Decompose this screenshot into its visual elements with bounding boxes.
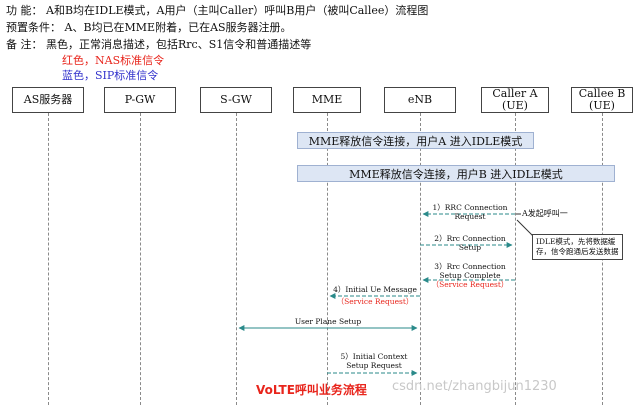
entity-pgw-label: P-GW — [124, 93, 156, 106]
entity-mme: MME — [293, 87, 361, 113]
entity-sgw: S-GW — [200, 87, 272, 113]
header-line-remark: 备 注： 黑色，正常消息描述，包括Rrc、S1信令和普通描述等 — [6, 38, 312, 51]
legend-red-nas: 红色，NAS标准信令 — [62, 54, 165, 67]
entity-as-server: AS服务器 — [12, 87, 84, 113]
msg-1-label: 1）RRC Connection Request — [425, 203, 515, 221]
note-idle-line2: 存，信令跑通后发送数据 — [536, 247, 619, 256]
note-call-initiate: A发起呼叫一 — [522, 209, 568, 218]
msg-1-line1: 1）RRC Connection — [432, 203, 508, 212]
msg-user-plane-label: User Plane Setup — [240, 317, 416, 326]
lifeline-pgw — [140, 113, 141, 405]
lifeline-as-server — [48, 113, 49, 405]
msg-5-label: 5）Initial Context Setup Request — [330, 352, 418, 370]
note-idle-buffer: IDLE模式，先将数据缓 存，信令跑通后发送数据 — [532, 234, 623, 260]
lifeline-caller-a — [515, 113, 516, 405]
entity-as-server-label: AS服务器 — [23, 93, 73, 106]
msg-1-line2: Request — [454, 212, 486, 221]
lifeline-sgw — [236, 113, 237, 405]
msg-4-label: 4）Initial Ue Message （Service Request） — [331, 285, 419, 306]
watermark: csdn.net/zhangbijun1230 — [392, 379, 557, 394]
lifeline-mme — [327, 113, 328, 405]
entity-enb-label: eNB — [407, 93, 433, 106]
header-function-text: A和B均在IDLE模式，A用户（主叫Caller）呼叫B用户（被叫Callee）… — [46, 4, 429, 17]
msg-3-label: 3）Rrc Connection Setup Complete （Service… — [425, 262, 515, 289]
header-line-function: 功 能： A和B均在IDLE模式，A用户（主叫Caller）呼叫B用户（被叫Ca… — [6, 4, 429, 17]
msg-2-line2: Setup — [458, 243, 482, 252]
diagram-caption: VoLTE呼叫业务流程 — [256, 383, 367, 397]
msg-3-nas: （Service Request） — [431, 280, 509, 289]
note-idle-line1: IDLE模式，先将数据缓 — [536, 237, 616, 246]
band-user-a-idle-label: MME释放信令连接，用户A 进入IDLE模式 — [308, 134, 523, 148]
header-remark-text: 黑色，正常消息描述，包括Rrc、S1信令和普通描述等 — [46, 38, 312, 51]
legend-blue-sip: 蓝色，SIP标准信令 — [62, 69, 159, 82]
msg-3-line1: 3）Rrc Connection — [434, 262, 506, 271]
msg-5-line1: 5）Initial Context — [340, 352, 408, 361]
lifeline-enb — [420, 113, 421, 405]
entity-mme-label: MME — [311, 93, 343, 106]
header-remark-label: 备 注 — [6, 38, 32, 51]
msg-5-line2: Setup Request — [346, 361, 402, 370]
entity-pgw: P-GW — [104, 87, 176, 113]
header-precondition-text: A、B均已在MME附着，已在AS服务器注册。 — [64, 21, 292, 34]
entity-caller-a-label: Caller A (UE) — [492, 87, 538, 112]
msg-4-nas: （Service Request） — [336, 297, 414, 306]
band-user-b-idle-label: MME释放信令连接，用户B 进入IDLE模式 — [349, 167, 563, 181]
header-precondition-label: 预置条件 — [6, 21, 50, 34]
entity-caller-a: Caller A (UE) — [481, 87, 549, 113]
note-leader-idle — [516, 219, 534, 237]
header-function-label: 功 能 — [6, 4, 32, 17]
msg-user-plane-line1: User Plane Setup — [294, 317, 362, 326]
msg-2-label: 2）Rrc Connection Setup — [425, 234, 515, 252]
msg-3-line2: Setup Complete — [439, 271, 501, 280]
band-user-a-idle: MME释放信令连接，用户A 进入IDLE模式 — [297, 132, 534, 149]
entity-callee-b-label: Callee B (UE) — [578, 87, 626, 112]
entity-sgw-label: S-GW — [220, 93, 252, 106]
entity-enb: eNB — [384, 87, 456, 113]
msg-4-line1: 4）Initial Ue Message — [333, 285, 417, 294]
header-line-precondition: 预置条件： A、B均已在MME附着，已在AS服务器注册。 — [6, 21, 292, 34]
msg-2-line1: 2）Rrc Connection — [434, 234, 506, 243]
band-user-b-idle: MME释放信令连接，用户B 进入IDLE模式 — [297, 165, 615, 182]
entity-callee-b: Callee B (UE) — [571, 87, 633, 113]
